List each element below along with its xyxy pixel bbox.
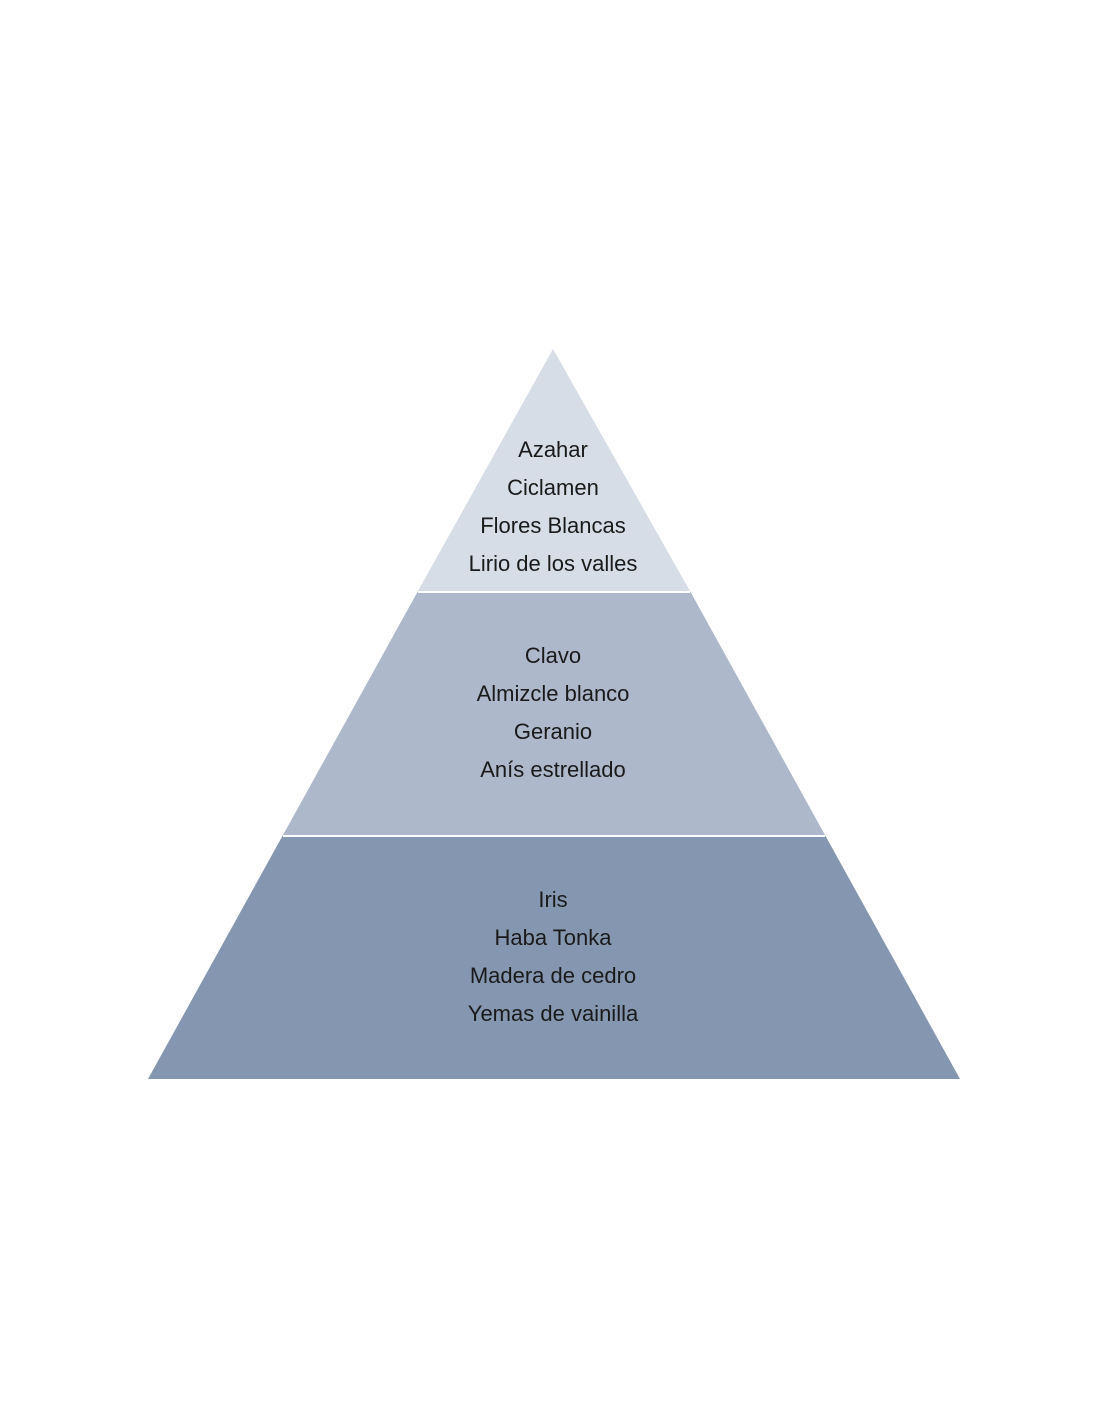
tier-middle-labels: Clavo Almizcle blanco Geranio Anís estre…: [0, 637, 1100, 789]
tier-middle-item: Almizcle blanco: [476, 681, 630, 706]
tier-middle-item: Anís estrellado: [480, 757, 626, 782]
tier-base-labels: Iris Haba Tonka Madera de cedro Yemas de…: [0, 881, 1100, 1033]
pyramid-tier-top: [418, 349, 690, 591]
tier-top-item: Ciclamen: [507, 475, 599, 500]
tier-top-item: Flores Blancas: [480, 513, 626, 538]
tier-top-labels: Azahar Ciclamen Flores Blancas Lirio de …: [0, 431, 1100, 583]
tier-middle-item: Geranio: [513, 719, 593, 744]
tier-base-item: Yemas de vainilla: [467, 1001, 639, 1026]
tier-top-item: Lirio de los valles: [468, 551, 638, 576]
pyramid-tier-base: [148, 835, 960, 1079]
pyramid-tier-middle: [283, 591, 825, 835]
tier-base-item: Haba Tonka: [494, 925, 612, 950]
tier-middle-item: Clavo: [524, 643, 582, 668]
tier-base-item: Iris: [538, 887, 568, 912]
tier-top-item: Azahar: [518, 437, 588, 462]
tier-base-item: Madera de cedro: [469, 963, 637, 988]
